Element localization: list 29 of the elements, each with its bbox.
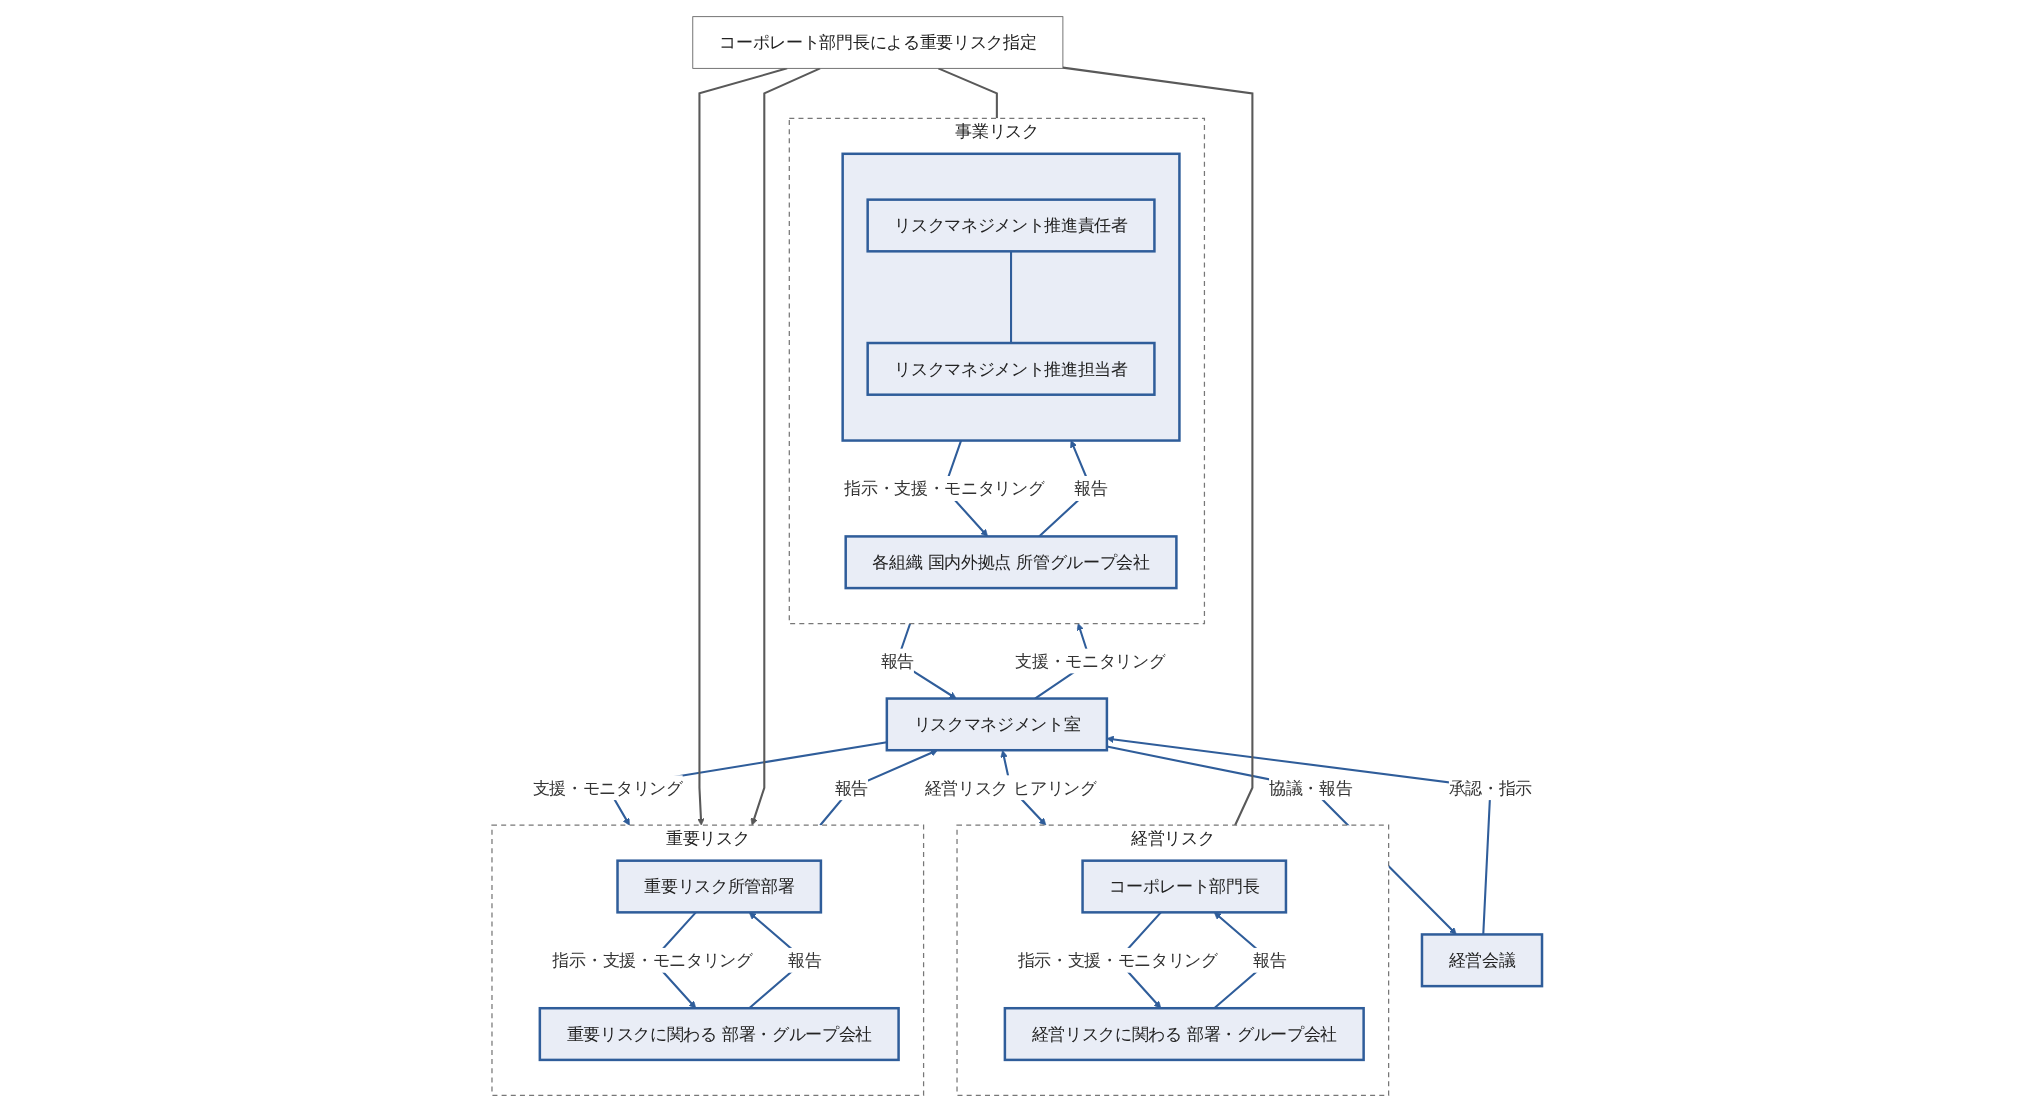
edge-label: 指示・支援・モニタリング (1017, 950, 1218, 971)
connector (1010, 251, 1013, 343)
node-box: 各組織 国内外拠点 所管グループ会社 (844, 535, 1178, 590)
edge-label: 協議・報告 (1269, 777, 1353, 798)
arrow (750, 67, 821, 826)
edge-label: 指示・支援・モニタリング (552, 950, 753, 971)
node-box: リスクマネジメント推進責任者 (866, 198, 1156, 253)
edge-label: 報告 (880, 651, 914, 672)
node-box: 経営会議 (1420, 933, 1544, 988)
node-box: 経営リスクに関わる 部署・グループ会社 (1003, 1006, 1365, 1062)
node-box: コーポレート部門長による重要リスク指定 (692, 16, 1064, 69)
edge-label: 承認・指示 (1448, 777, 1533, 798)
edge-label: 報告 (788, 950, 822, 971)
edge-label: 支援・モニタリング (1015, 651, 1166, 672)
node-box: リスクマネジメント室 (885, 697, 1109, 752)
node-box: リスクマネジメント推進担当者 (866, 341, 1156, 396)
node-box: 重要リスクに関わる 部署・グループ会社 (538, 1006, 900, 1062)
edge-label: 報告 (1074, 478, 1108, 499)
connector (937, 67, 998, 119)
arrow (697, 67, 788, 826)
edge-label: 報告 (834, 777, 869, 798)
edge-label: 報告 (1253, 950, 1287, 971)
connector (1062, 66, 1254, 826)
edge-label: 経営リスク ヒアリング (924, 777, 1097, 798)
cluster (841, 152, 1181, 442)
node-box: 重要リスク所管部署 (616, 859, 823, 914)
node-box: コーポレート部門長 (1081, 859, 1288, 914)
edge-label: 支援・モニタリング (532, 777, 683, 798)
edge-label: 指示・支援・モニタリング (844, 478, 1045, 499)
